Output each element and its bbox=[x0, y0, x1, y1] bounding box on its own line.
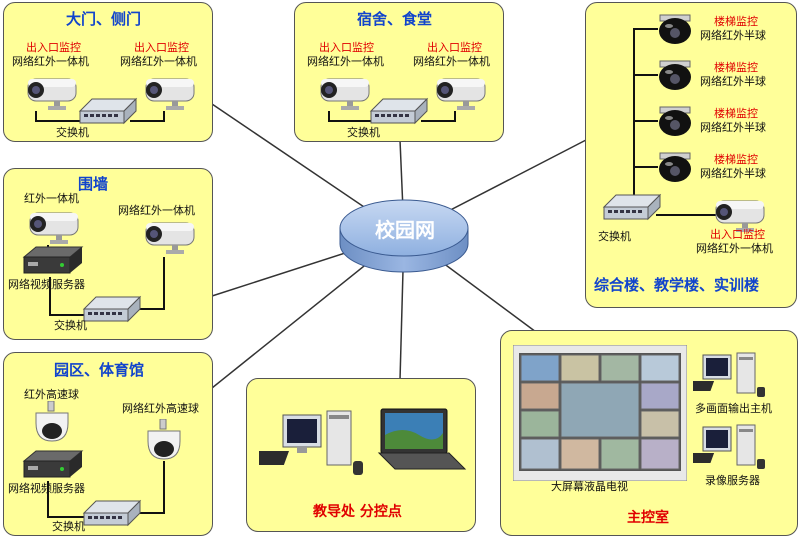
camera-tag: 出入口监控 bbox=[26, 41, 81, 54]
laptop-icon bbox=[377, 408, 467, 470]
camera-name: 红外一体机 bbox=[24, 192, 79, 205]
video-server-icon bbox=[22, 246, 84, 274]
panel-title: 主控室 bbox=[627, 510, 669, 526]
dome-camera-icon bbox=[659, 152, 691, 182]
network-switch-icon bbox=[369, 97, 429, 125]
camera-name: 网络红外一体机 bbox=[12, 55, 89, 68]
office-panel: 教导处 分控点 bbox=[246, 378, 476, 532]
bullet-camera-icon bbox=[145, 222, 195, 254]
video-wall-screen bbox=[513, 345, 687, 481]
video-server-icon bbox=[22, 450, 84, 478]
camera-name: 网络红外一体机 bbox=[118, 204, 195, 217]
complex-panel: 楼梯监控 网络红外半球 楼梯监控 网络红外半球 楼梯监控 网络红外半球 楼梯监控… bbox=[585, 2, 797, 308]
wires bbox=[35, 111, 165, 122]
switch-label: 交换机 bbox=[347, 126, 380, 139]
switch-label: 交换机 bbox=[52, 520, 85, 533]
camera-name: 网络红外一体机 bbox=[413, 55, 490, 68]
network-switch-icon bbox=[82, 295, 142, 323]
network-switch-icon bbox=[78, 97, 138, 125]
device-label: 多画面输出主机 bbox=[695, 402, 772, 415]
bullet-camera-icon bbox=[436, 78, 486, 110]
dome-camera-icon bbox=[659, 106, 691, 136]
bullet-camera-icon bbox=[145, 78, 195, 110]
camera-tag: 出入口监控 bbox=[427, 41, 482, 54]
camera-name: 网络红外半球 bbox=[700, 121, 766, 134]
panel-title: 大门、侧门 bbox=[66, 10, 142, 28]
panel-title: 综合楼、教学楼、实训楼 bbox=[594, 276, 760, 294]
control-panel: 大屏幕液晶电视 多画面输出主机 录像服务器 主控室 bbox=[500, 330, 798, 536]
camera-name: 红外高速球 bbox=[24, 388, 79, 401]
wires bbox=[47, 461, 165, 518]
switch-label: 交换机 bbox=[56, 126, 89, 139]
device-label: 网络视频服务器 bbox=[8, 482, 85, 495]
dome-camera-icon bbox=[659, 14, 691, 44]
bullet-camera-icon bbox=[29, 212, 79, 244]
camera-name: 网络红外半球 bbox=[700, 167, 766, 180]
camera-name: 网络红外一体机 bbox=[696, 242, 773, 255]
hub-label: 校园网 bbox=[375, 218, 435, 242]
screen-label: 大屏幕液晶电视 bbox=[551, 480, 628, 493]
camera-tag: 楼梯监控 bbox=[714, 107, 758, 120]
camera-name: 网络红外一体机 bbox=[120, 55, 197, 68]
ptz-dome-icon bbox=[35, 401, 69, 442]
panel-title: 宿舍、食堂 bbox=[357, 10, 433, 28]
wires bbox=[328, 111, 456, 122]
device-label: 网络视频服务器 bbox=[8, 278, 85, 291]
camera-tag: 出入口监控 bbox=[319, 41, 374, 54]
bullet-camera-icon bbox=[715, 200, 765, 232]
panel-title: 教导处 分控点 bbox=[313, 504, 402, 520]
bullet-camera-icon bbox=[27, 78, 77, 110]
camera-name: 网络红外半球 bbox=[700, 29, 766, 42]
dorm-panel: 宿舍、食堂 出入口监控 网络红外一体机 出入口监控 网络红外一体机 交换机 bbox=[294, 2, 504, 142]
campus-network-hub-icon bbox=[339, 199, 469, 273]
wall-panel: 围墙 红外一体机 网络红外一体机 网络视频服务器 交换机 bbox=[3, 168, 213, 340]
camera-tag: 出入口监控 bbox=[134, 41, 189, 54]
ptz-dome-icon bbox=[147, 419, 181, 460]
park-panel: 园区、体育馆 红外高速球 网络红外高速球 网络视频服务器 交换机 bbox=[3, 352, 213, 536]
camera-tag: 楼梯监控 bbox=[714, 153, 758, 166]
camera-tag: 出入口监控 bbox=[710, 228, 765, 241]
device-label: 录像服务器 bbox=[705, 474, 760, 487]
camera-tag: 楼梯监控 bbox=[714, 61, 758, 74]
wires bbox=[633, 28, 718, 216]
desktop-computer-icon bbox=[693, 352, 765, 397]
camera-tag: 楼梯监控 bbox=[714, 15, 758, 28]
switch-label: 交换机 bbox=[598, 230, 631, 243]
camera-name: 网络红外一体机 bbox=[307, 55, 384, 68]
camera-name: 网络红外半球 bbox=[700, 75, 766, 88]
camera-name: 网络红外高速球 bbox=[122, 402, 199, 415]
desktop-computer-icon bbox=[693, 424, 765, 469]
gate-panel: 大门、侧门 出入口监控 网络红外一体机 出入口监控 网络红外一体机 交换机 bbox=[3, 2, 213, 142]
desktop-computer-icon bbox=[259, 410, 363, 475]
dome-camera-icon bbox=[659, 60, 691, 90]
bullet-camera-icon bbox=[320, 78, 370, 110]
panel-title: 围墙 bbox=[78, 175, 109, 193]
network-switch-icon bbox=[82, 499, 142, 527]
switch-label: 交换机 bbox=[54, 319, 87, 332]
panel-title: 园区、体育馆 bbox=[54, 361, 145, 379]
network-switch-icon bbox=[602, 193, 662, 221]
